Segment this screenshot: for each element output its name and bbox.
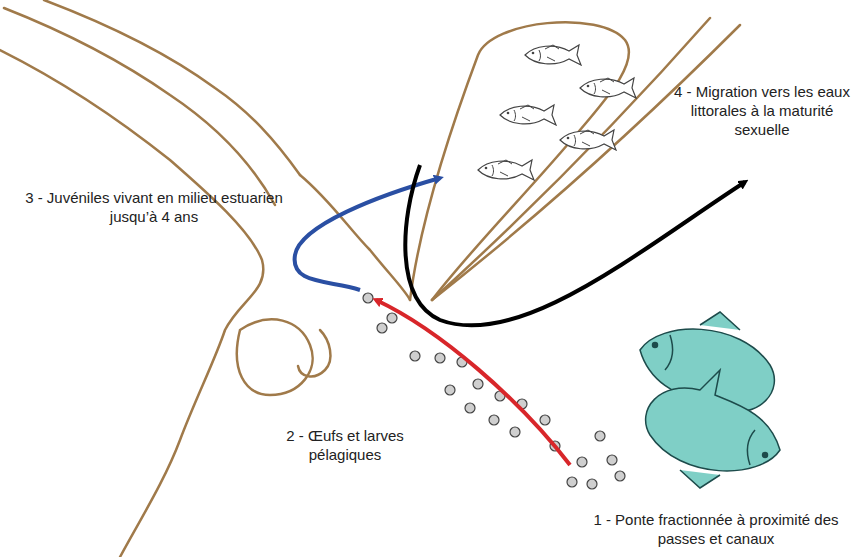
stage-label: 4 - Migration vers les eaux littorales à… [662,82,862,139]
stage-label: 2 - Œufs et larves pélagiques [265,426,425,464]
stage-label: 3 - Juvéniles vivant en milieu estuarien… [4,188,304,226]
stage-label: 1 - Ponte fractionnée à proximité des pa… [571,510,861,548]
